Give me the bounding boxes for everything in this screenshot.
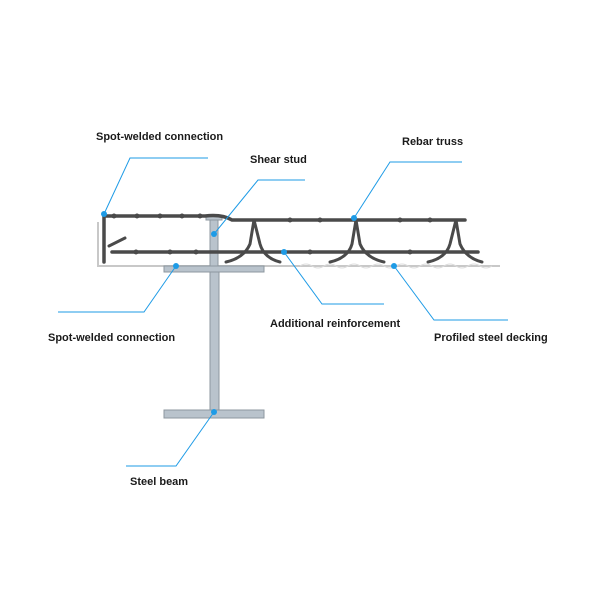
rebar-truss (102, 213, 484, 264)
profiled-steel-decking (97, 222, 500, 269)
leader-steel-beam (126, 411, 215, 467)
label-shear-stud: Shear stud (250, 154, 307, 166)
steel-beam (163, 265, 265, 419)
label-profiled-steel-decking: Profiled steel decking (434, 332, 548, 344)
leader-spot-welded-bottom (58, 265, 177, 313)
leader-spot-welded-top (103, 157, 208, 215)
label-spot-welded-connection-bottom: Spot-welded connection (48, 332, 176, 344)
leader-profiled-steel-decking (393, 265, 508, 321)
leader-lines (58, 157, 508, 467)
label-spot-welded-connection-top: Spot-welded connection (96, 131, 224, 143)
label-rebar-truss: Rebar truss (402, 136, 464, 148)
label-additional-reinforcement: Additional reinforcement (270, 318, 401, 330)
leader-rebar-truss (353, 161, 462, 219)
leader-additional-reinforcement (283, 251, 384, 305)
shear-stud (205, 215, 223, 267)
leader-shear-stud (213, 179, 305, 235)
label-steel-beam: Steel beam (130, 476, 189, 488)
